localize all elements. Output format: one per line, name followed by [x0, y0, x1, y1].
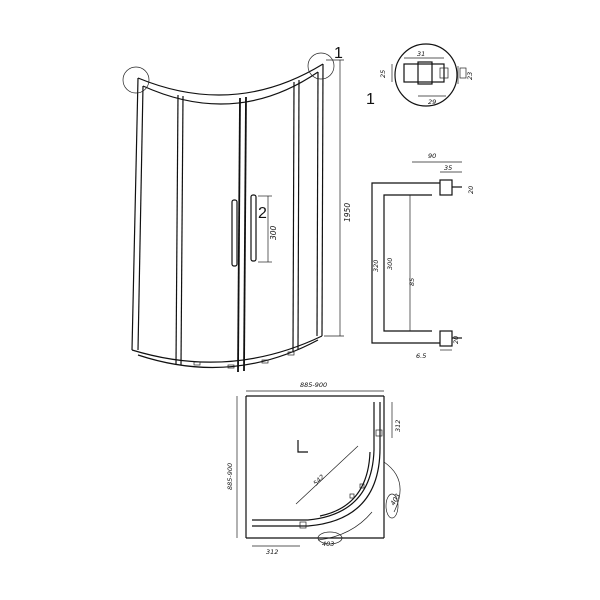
plan-radius-label: 542: [312, 473, 326, 487]
callout-1-detail: 1: [366, 91, 375, 108]
detail-circle-left: [122, 66, 150, 94]
bracket-bottom-height: 20: [452, 336, 460, 344]
plan-post-right: [375, 429, 383, 437]
plan-door-track: [319, 451, 371, 517]
right-profile-outer: [321, 63, 324, 337]
plan-fixed-bottom: 312: [266, 548, 278, 556]
bracket-top: [439, 179, 453, 196]
panel-line-4: [297, 79, 300, 351]
offset-top: 90: [428, 152, 436, 160]
panel-line-3: [292, 81, 295, 353]
top-rail-outer: [137, 63, 324, 96]
base-offset: 6.5: [416, 352, 426, 360]
handle-outer: [371, 182, 440, 344]
plan-roller-bottom: [317, 531, 343, 545]
left-handle: [231, 199, 238, 267]
profile-seal: [439, 67, 449, 79]
panel-line-2: [180, 95, 184, 366]
bracket-top-height: 20: [467, 186, 475, 194]
bottom-rail-inner: [137, 339, 319, 369]
handle-inner: [383, 194, 432, 332]
gap: 35: [444, 164, 452, 172]
roller-4: [287, 351, 295, 356]
plan-radius-line: [295, 445, 359, 505]
door-meeting-line-left: [237, 97, 241, 373]
inner-height: 300: [386, 258, 394, 270]
profile-body: [403, 63, 445, 83]
plan-enclosure-outer: [252, 402, 381, 527]
roller-3: [261, 359, 269, 364]
left-profile-inner: [137, 85, 144, 351]
panel-line-1: [175, 94, 179, 365]
plan-enclosure-inner: [252, 402, 375, 521]
plan-roller-right: [385, 493, 399, 519]
callout-1: 1: [334, 45, 343, 62]
roller-1: [193, 361, 201, 366]
handle-detail: 90 35 20 320 300 85 20 6.5: [371, 152, 475, 360]
door-meeting-line-right: [243, 96, 247, 372]
roller-2: [227, 364, 235, 369]
plan-hw-2: [359, 483, 365, 489]
plan-view: 885-900 885-900 542 403 403 312 312: [226, 381, 402, 556]
plan-post-bottom: [299, 521, 307, 529]
plan-width-label: 885-900: [300, 381, 327, 389]
profile-bottom-width: 29: [428, 98, 436, 106]
plan-center-mark: [297, 440, 308, 453]
right-profile-inner: [316, 71, 319, 337]
detail-circle-right: [307, 52, 335, 80]
profile-right-box: [459, 67, 467, 79]
bracket-bottom: [439, 330, 453, 347]
top-rail-inner: [142, 71, 319, 105]
plan-hw-1: [349, 493, 355, 499]
height-dim-label: 1950: [343, 203, 352, 222]
plan-fixed-right: 312: [394, 420, 402, 432]
right-handle: [250, 194, 257, 262]
profile-channel: [417, 61, 433, 85]
profile-detail-circle: [394, 43, 458, 107]
bottom-rail-outer: [131, 335, 323, 363]
center-height: 85: [408, 278, 416, 286]
front-elevation: 1 1950 300 2: [122, 45, 352, 373]
left-profile-outer: [131, 77, 139, 351]
plan-door-arc-bottom: [317, 511, 373, 541]
callout-2: 2: [258, 205, 267, 222]
plan-door-arc-right: [383, 461, 401, 513]
plan-depth-label: 885-900: [226, 463, 234, 490]
profile-right-height: 23: [466, 72, 474, 80]
handle-dim-label: 300: [269, 225, 278, 240]
outer-height: 320: [372, 260, 380, 272]
profile-detail: 31 25 23 29 1: [366, 43, 474, 108]
profile-left-height: 25: [379, 70, 387, 78]
profile-top-width: 31: [417, 50, 425, 58]
